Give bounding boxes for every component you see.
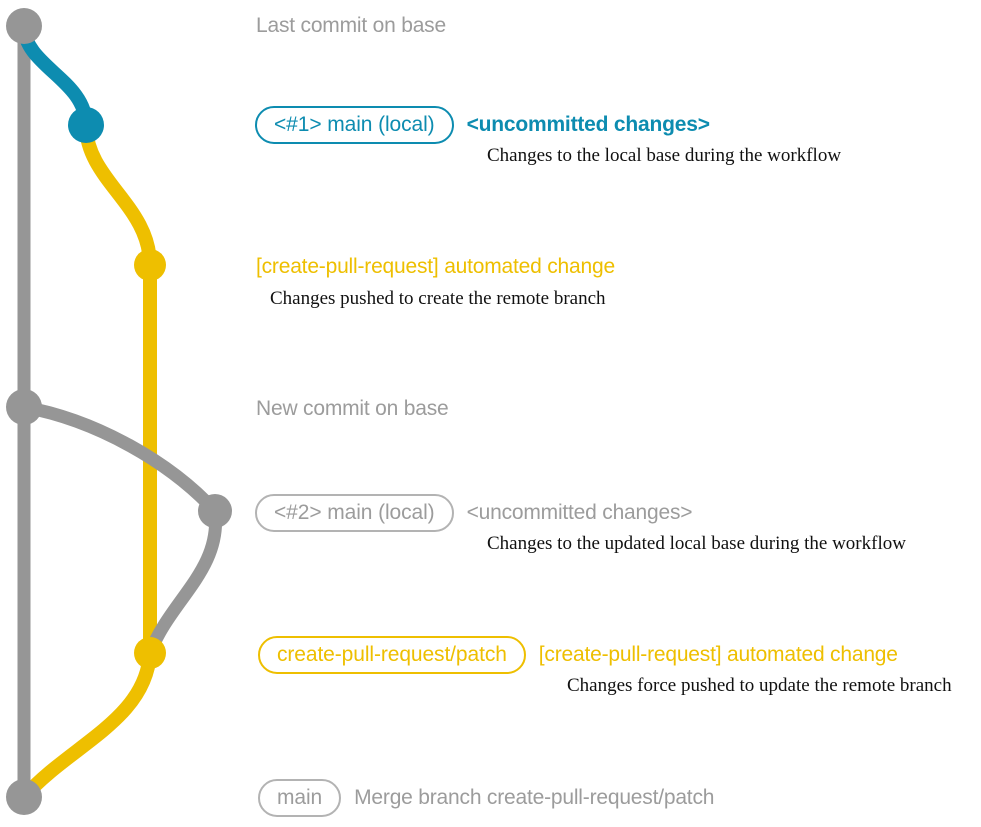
commit-node-base-last[interactable] [6, 8, 42, 44]
note-remote-2: Changes force pushed to update the remot… [567, 675, 952, 696]
label-last-commit-on-base: Last commit on base [256, 14, 446, 37]
commit-node-base-merged[interactable] [6, 779, 42, 815]
commit-node-local-1[interactable] [68, 107, 104, 143]
commit-subject-local-1: <uncommitted changes> [466, 113, 710, 136]
remote2-to-merge-line [17, 646, 157, 804]
commit-subject-local-2: <uncommitted changes> [466, 501, 693, 524]
commit-subject-remote-2: [create-pull-request] automated change [538, 643, 898, 666]
ref-badge-main[interactable]: main [258, 779, 342, 817]
commit-subject-remote-1: [create-pull-request] automated change [256, 255, 615, 278]
ref-badge-create-pull-request-patch[interactable]: create-pull-request/patch [258, 636, 526, 674]
row-local-1: <#1> main (local) <uncommitted changes> [255, 106, 710, 144]
commit-node-base-new[interactable] [6, 389, 42, 425]
local2-to-remote2-line [143, 504, 223, 660]
commit-node-local-2[interactable] [198, 494, 232, 528]
note-local-2: Changes to the updated local base during… [487, 533, 906, 554]
ref-badge-main-local-2[interactable]: <#2> main (local) [255, 494, 454, 532]
note-local-1: Changes to the local base during the wor… [487, 145, 842, 166]
row-local-2: <#2> main (local) <uncommitted changes> [255, 494, 693, 532]
ref-badge-main-local-1[interactable]: <#1> main (local) [255, 106, 454, 144]
label-new-commit-on-base: New commit on base [256, 397, 449, 420]
commit-subject-merge: Merge branch create-pull-request/patch [354, 786, 715, 809]
row-remote-1: [create-pull-request] automated change [256, 255, 615, 279]
row-merge: main Merge branch create-pull-request/pa… [258, 779, 714, 817]
remote-branch-line-top [79, 118, 157, 272]
note-remote-1: Changes pushed to create the remote bran… [270, 288, 606, 309]
commit-node-remote-2[interactable] [134, 637, 166, 669]
base-to-local2-line [17, 400, 222, 518]
commit-node-remote-1[interactable] [134, 249, 166, 281]
row-remote-2: create-pull-request/patch [create-pull-r… [258, 636, 898, 674]
